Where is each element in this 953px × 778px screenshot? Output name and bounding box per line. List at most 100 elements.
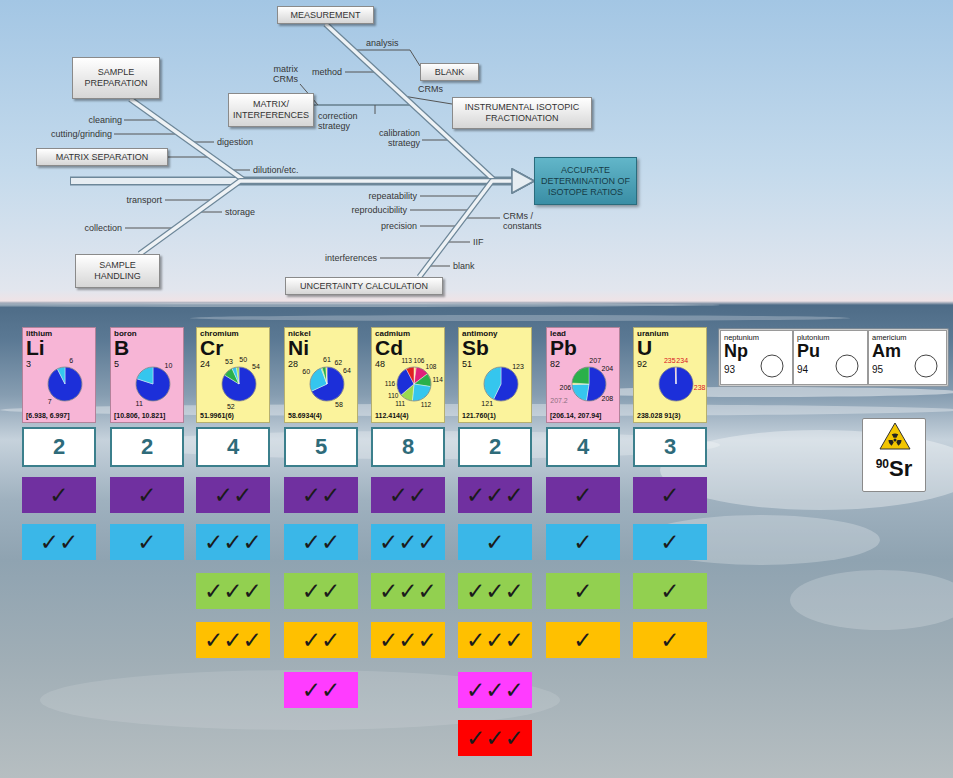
isotope-mass: 113 bbox=[401, 357, 411, 365]
pie-slice bbox=[222, 367, 256, 401]
element-tile: plutoniumPu94 bbox=[793, 330, 868, 385]
check-box: ✓ bbox=[458, 524, 532, 560]
goal-box: ACCURATE DETERMINATION OF ISOTOPE RATIOS bbox=[534, 157, 637, 205]
twig-line bbox=[380, 258, 434, 259]
isotope-mass: 123 bbox=[512, 363, 524, 371]
pie-rim bbox=[136, 367, 170, 401]
check-box: ✓✓✓ bbox=[196, 622, 270, 658]
isotope-count: 3 bbox=[664, 434, 676, 460]
pie-rim bbox=[310, 367, 344, 401]
isotope-mass: 106 bbox=[414, 357, 425, 365]
branch-label: cutting/grinding bbox=[51, 129, 112, 139]
sub-bone bbox=[314, 104, 413, 106]
pie-slice bbox=[675, 367, 677, 384]
check-box: ✓✓✓ bbox=[458, 573, 532, 609]
isotope-mass: 110 bbox=[388, 392, 398, 400]
element-tile: nickelNi2858.6934(4)6162646058 bbox=[284, 327, 358, 423]
isotope-name: 90Sr bbox=[863, 457, 925, 483]
check-marks: ✓ bbox=[573, 580, 592, 603]
bone-outline bbox=[140, 181, 516, 254]
atomic-weight: 112.414(4) bbox=[375, 412, 408, 420]
check-box: ✓✓✓ bbox=[196, 573, 270, 609]
pie-rim bbox=[222, 367, 256, 401]
trefoil-blade bbox=[889, 440, 894, 446]
check-marks: ✓ bbox=[660, 484, 679, 507]
atomic-number: 51 bbox=[462, 359, 472, 369]
pie-slice bbox=[406, 367, 414, 384]
atomic-number: 5 bbox=[114, 359, 119, 369]
pie-slice bbox=[232, 367, 239, 384]
category-box: MEASUREMENT bbox=[277, 6, 374, 24]
branch-label: analysis bbox=[366, 38, 399, 48]
isotope-mass: 61 bbox=[323, 356, 331, 364]
branch-label: correction strategy bbox=[318, 111, 370, 131]
check-marks: ✓✓✓ bbox=[466, 727, 524, 750]
twig-line bbox=[114, 134, 178, 135]
check-box: ✓✓ bbox=[284, 573, 358, 609]
check-box: ✓✓ bbox=[284, 524, 358, 560]
atomic-number: 24 bbox=[200, 359, 210, 369]
check-marks: ✓✓✓ bbox=[466, 629, 524, 652]
atomic-weight: [6.938, 6.997] bbox=[26, 412, 70, 420]
check-marks: ✓ bbox=[573, 531, 592, 554]
mass-superscript: 90 bbox=[876, 458, 889, 470]
pie-slice bbox=[137, 367, 153, 384]
empty-circle bbox=[836, 355, 858, 377]
category-box: SAMPLE HANDLING bbox=[75, 254, 160, 288]
isotope-mass: 64 bbox=[343, 367, 351, 375]
count-box: 8 bbox=[371, 427, 445, 467]
isotope-mass: 58 bbox=[335, 401, 343, 409]
check-box: ✓ bbox=[546, 524, 620, 560]
branch-label: cleaning bbox=[88, 115, 122, 125]
bone-fill bbox=[140, 181, 516, 254]
isotope-mass: 206 bbox=[560, 384, 572, 392]
twig-line bbox=[125, 228, 176, 229]
element-tile: boronB5[10.806, 10.821]1011 bbox=[110, 327, 184, 423]
isotope-mass: 114 bbox=[432, 376, 442, 384]
isotope-count: 5 bbox=[315, 434, 327, 460]
arrow-head bbox=[512, 169, 534, 193]
element-symbol: Ni bbox=[288, 337, 309, 359]
check-marks: ✓✓ bbox=[40, 531, 79, 554]
check-marks: ✓ bbox=[660, 531, 679, 554]
branch-label: interferences bbox=[325, 253, 377, 263]
pie-rim bbox=[572, 367, 606, 401]
trefoil-blade bbox=[896, 440, 901, 446]
count-box: 2 bbox=[110, 427, 184, 467]
pie-slice bbox=[48, 367, 82, 401]
check-box: ✓ bbox=[110, 477, 184, 513]
wave-crest bbox=[190, 315, 850, 321]
box-label: ACCURATE DETERMINATION OF ISOTOPE RATIOS bbox=[540, 165, 631, 198]
atomic-number: 82 bbox=[550, 359, 560, 369]
branch-label: storage bbox=[225, 207, 255, 217]
check-box: ✓✓ bbox=[284, 622, 358, 658]
atomic-number: 95 bbox=[872, 364, 883, 375]
isotope-mass: 111 bbox=[395, 400, 405, 408]
atomic-number: 28 bbox=[288, 359, 298, 369]
isotope-mass: 235 bbox=[664, 357, 676, 365]
check-marks: ✓✓ bbox=[302, 531, 341, 554]
pie-rim bbox=[397, 367, 431, 401]
trefoil-blade bbox=[892, 434, 899, 438]
element-symbol: Np bbox=[724, 342, 748, 361]
isotope-mass: 116 bbox=[385, 380, 395, 388]
element-symbol: Sb bbox=[462, 337, 489, 359]
empty-circle bbox=[915, 355, 937, 377]
isotope-count: 4 bbox=[577, 434, 589, 460]
pie-slice bbox=[57, 367, 65, 384]
check-box: ✓✓✓ bbox=[458, 477, 532, 513]
isotope-mass: 121 bbox=[481, 400, 493, 408]
pie-slice bbox=[572, 384, 589, 401]
element-tile: neptuniumNp93 bbox=[720, 330, 793, 385]
check-marks: ✓✓✓ bbox=[379, 531, 437, 554]
branch-label: collection bbox=[84, 223, 122, 233]
pie-slice bbox=[321, 368, 327, 384]
check-marks: ✓ bbox=[137, 531, 156, 554]
actinide-panel bbox=[719, 329, 948, 386]
element-symbol: Pb bbox=[550, 337, 577, 359]
branch-label: matrix CRMs bbox=[262, 64, 298, 84]
check-marks: ✓ bbox=[660, 580, 679, 603]
isotope-tile: 90Sr bbox=[862, 418, 926, 492]
element-symbol: B bbox=[114, 337, 129, 359]
pie-slice bbox=[675, 367, 676, 384]
